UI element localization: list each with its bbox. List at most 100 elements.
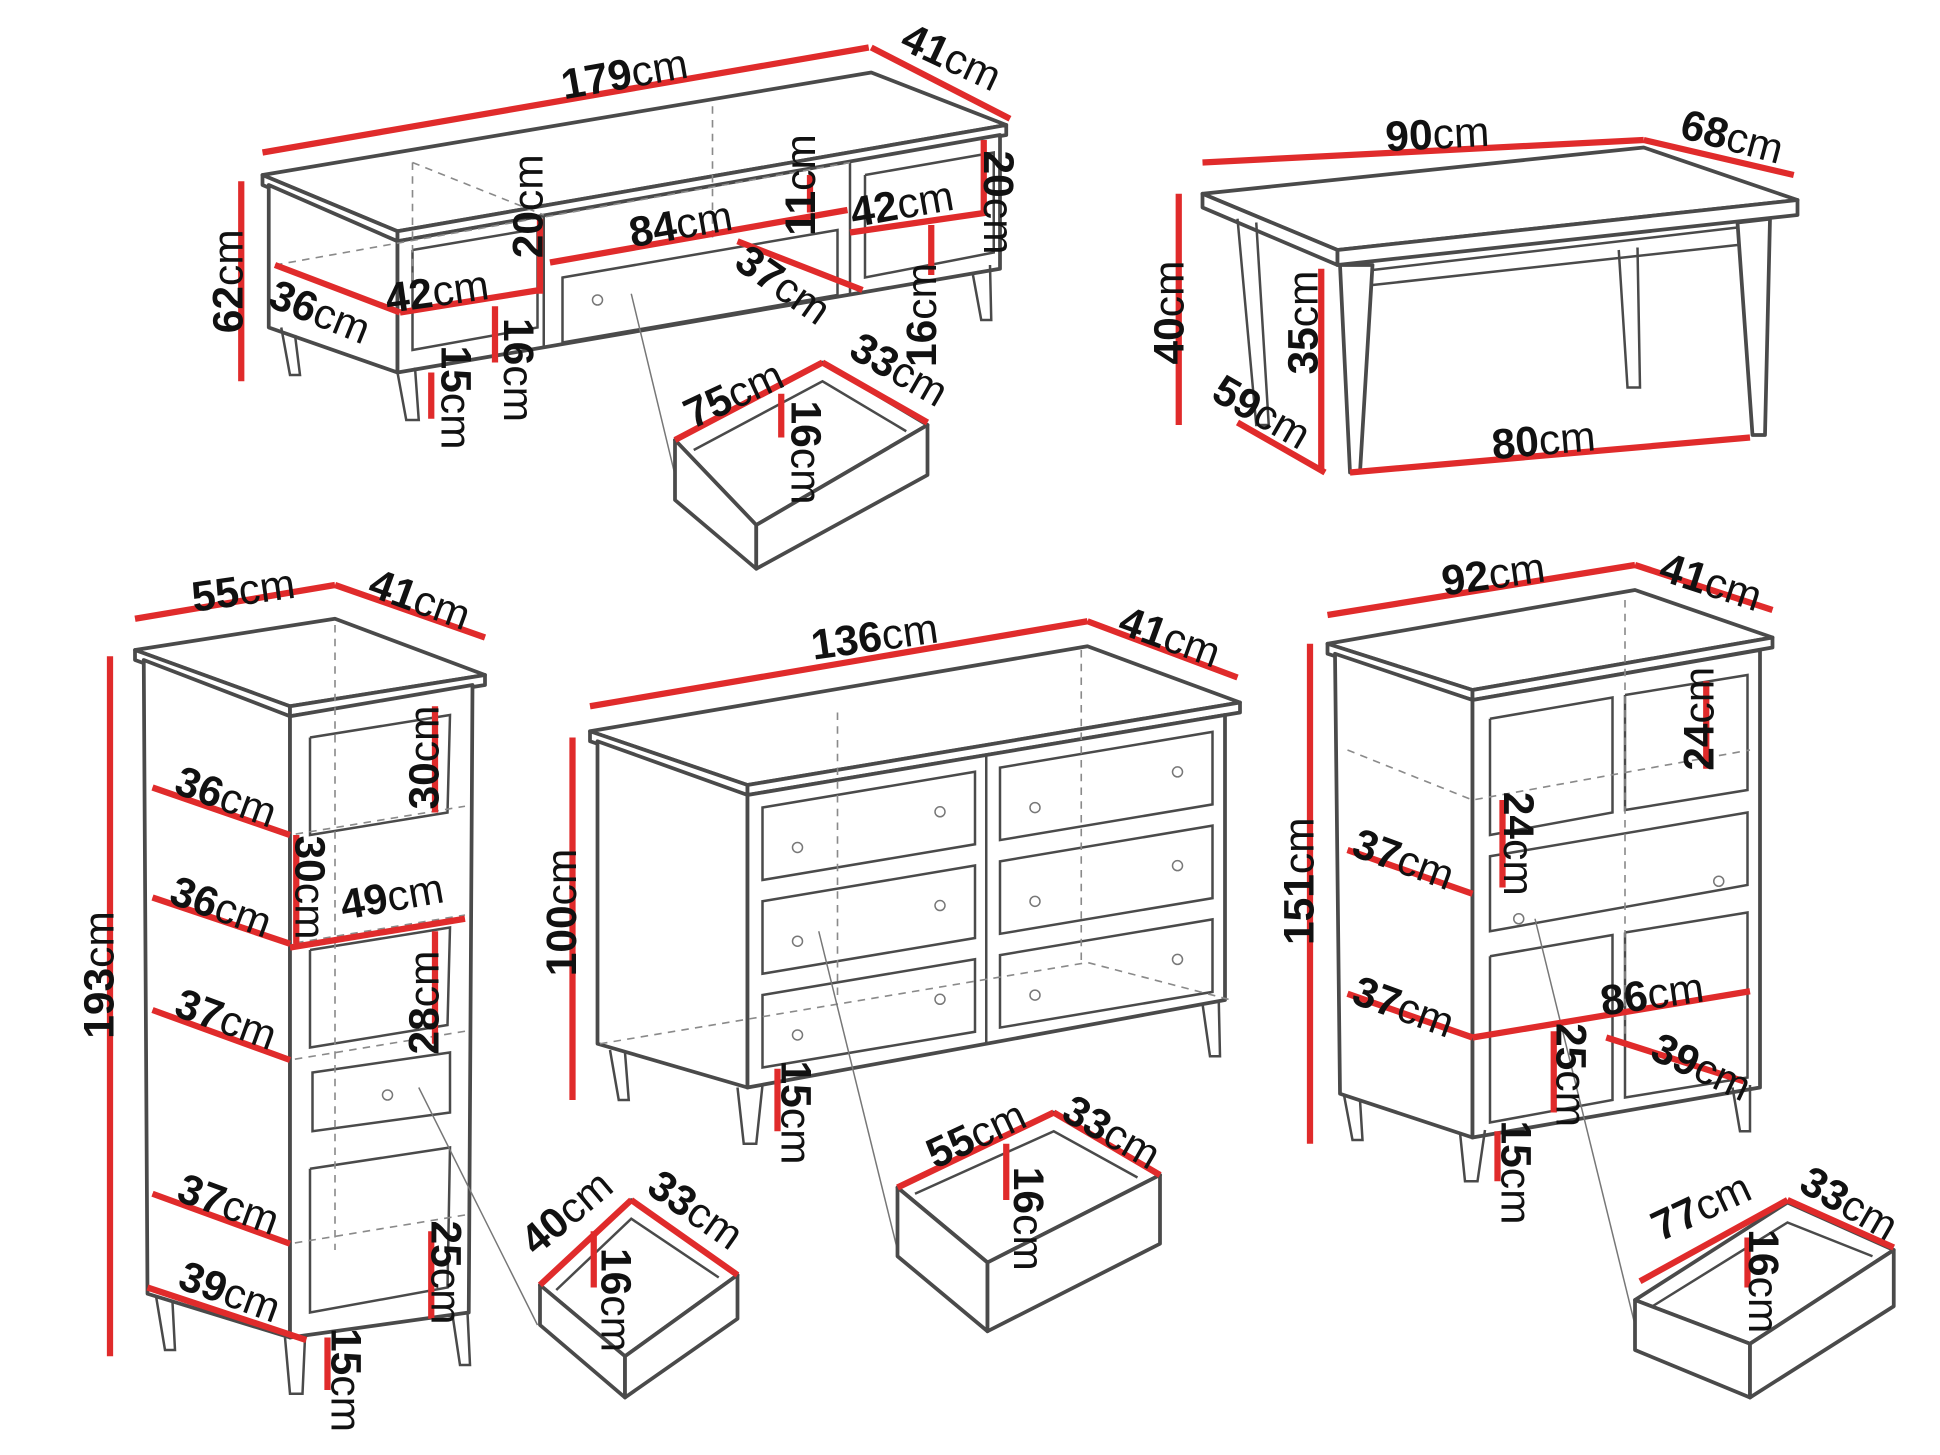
dimension-value: 20: [505, 211, 552, 258]
dimension-line: [1235, 419, 1327, 476]
dimension-unit: cm: [1739, 1277, 1786, 1334]
dimension-line: [151, 1007, 292, 1063]
dimension-unit: cm: [771, 1108, 818, 1165]
dimension-line: [869, 44, 1012, 122]
dimension-label-tall-cabinet-depth: 41cm: [363, 561, 477, 641]
dimension-label-tv-stand-right-drawer-height: 16cm: [899, 263, 946, 367]
dimension-line: [1634, 562, 1774, 613]
dresser-leg: [608, 1049, 631, 1102]
knob-icon: [1513, 913, 1525, 925]
dimension-label-dresser-height: 100cm: [539, 849, 586, 977]
dimension-line: [1643, 136, 1795, 179]
dimension-line: [537, 1197, 634, 1288]
knob-icon: [1171, 953, 1184, 966]
dimension-unit: cm: [1280, 271, 1327, 328]
side-shelf: [1347, 749, 1751, 801]
dimension-value: 15: [431, 346, 478, 393]
table-top-front: [1335, 198, 1800, 267]
knob-icon: [934, 899, 946, 912]
dimension-label-dresser-width: 136cm: [808, 606, 941, 670]
dimension-value: 62: [205, 286, 252, 333]
knob-icon: [1029, 895, 1041, 908]
side-drawer-inner: [1651, 1221, 1873, 1308]
knob-icon: [1171, 859, 1184, 872]
side-drawer-side: [1748, 1248, 1896, 1400]
tv-leg: [971, 264, 993, 322]
dimension-line: [1605, 1034, 1745, 1085]
tv-left-door: [411, 227, 539, 352]
dimension-label-tv-stand-right-height: 20cm: [974, 151, 1021, 255]
tall-leg: [451, 1312, 472, 1367]
dimension-unit: cm: [494, 365, 541, 422]
dimension-line: [1202, 136, 1644, 166]
dimension-line: [1346, 990, 1474, 1041]
knob-icon: [791, 1029, 804, 1041]
side-lower-door: [1488, 933, 1614, 1125]
side-drawer-leader: [1534, 918, 1636, 1326]
dimension-value: 100: [539, 905, 586, 976]
dimension-value: 193: [77, 968, 124, 1039]
dimension-value: 42: [382, 270, 435, 323]
dimension-label-sideboard-width: 92cm: [1439, 545, 1548, 606]
dimension-label-coffee-table-inner-width: 80cm: [1490, 414, 1598, 470]
dimension-label-tv-stand-drawer-height: 16cm: [781, 401, 828, 505]
dimension-label-coffee-table-depth: 68cm: [1676, 102, 1789, 174]
dimension-value: 16: [1739, 1229, 1786, 1276]
dimension-line: [1638, 1197, 1790, 1284]
dimension-label-tall-cabinet-shelf1-height: 30cm: [285, 836, 332, 940]
table-apron: [1372, 226, 1738, 272]
dimension-label-tv-stand-right-width: 42cm: [847, 173, 958, 237]
dimension-line: [1326, 561, 1636, 619]
dimension-unit: cm: [1491, 1168, 1538, 1225]
dimension-value: 49: [337, 875, 392, 929]
dresser-drawer: [761, 864, 977, 976]
dimension-unit: cm: [236, 561, 299, 615]
tv-stand-top-front: [395, 123, 1009, 244]
dimension-line: [289, 915, 466, 951]
dimension-line: [151, 784, 292, 838]
dresser-drawer: [998, 730, 1214, 842]
dimension-unit: cm: [1677, 667, 1724, 724]
dimension-unit: cm: [1699, 559, 1767, 621]
tv-leg: [280, 327, 302, 377]
dimension-unit: cm: [1546, 1070, 1593, 1127]
tv-right-door: [863, 151, 995, 280]
dimension-value: 15: [321, 1328, 368, 1375]
dimension-value: 151: [1277, 874, 1324, 945]
tv-drawer-side: [754, 423, 930, 571]
dimension-value: 16: [781, 401, 828, 448]
dimension-unit: cm: [402, 706, 449, 763]
tall-drawer-front: [311, 1051, 452, 1133]
dimension-line: [736, 238, 864, 293]
dimension-unit: cm: [321, 1375, 368, 1432]
dimension-line: [151, 1190, 292, 1247]
dimension-unit: cm: [77, 911, 124, 968]
dimension-value: 24: [1677, 723, 1724, 771]
dimension-value: 68: [1676, 102, 1734, 160]
tall-leg: [155, 1297, 177, 1352]
dimension-label-tall-cabinet-leg-height: 15cm: [321, 1328, 368, 1432]
dimension-label-sideboard-top-left-height: 24cm: [1494, 792, 1541, 896]
dimension-value: 25: [1546, 1023, 1593, 1070]
dimension-unit: cm: [878, 606, 941, 660]
dimension-label-tv-stand-middle-depth: 37cm: [727, 237, 839, 335]
dresser-leg: [1201, 999, 1222, 1058]
dimension-label-sideboard-leg-height: 15cm: [1491, 1121, 1538, 1225]
dimension-label-sideboard-bottom-height: 25cm: [1546, 1023, 1593, 1127]
dimension-unit: cm: [429, 262, 492, 316]
dimension-value: 25: [421, 1221, 468, 1268]
table-leg: [1236, 218, 1271, 427]
dimension-value: 30: [285, 836, 332, 883]
dimension-lines: [106, 44, 1896, 1390]
knob-icon: [381, 1089, 394, 1101]
dimension-unit: cm: [421, 1268, 468, 1325]
knob-icon: [791, 935, 804, 947]
dimension-unit: cm: [591, 1295, 638, 1352]
dimension-unit: cm: [778, 134, 825, 191]
side-top-front: [1470, 635, 1775, 702]
dimension-value: 16: [494, 318, 541, 365]
dimension-value: 80: [1490, 418, 1541, 469]
furniture-outlines: [133, 70, 1896, 1400]
dimension-line: [1471, 988, 1751, 1041]
dimension-line: [629, 1197, 740, 1278]
